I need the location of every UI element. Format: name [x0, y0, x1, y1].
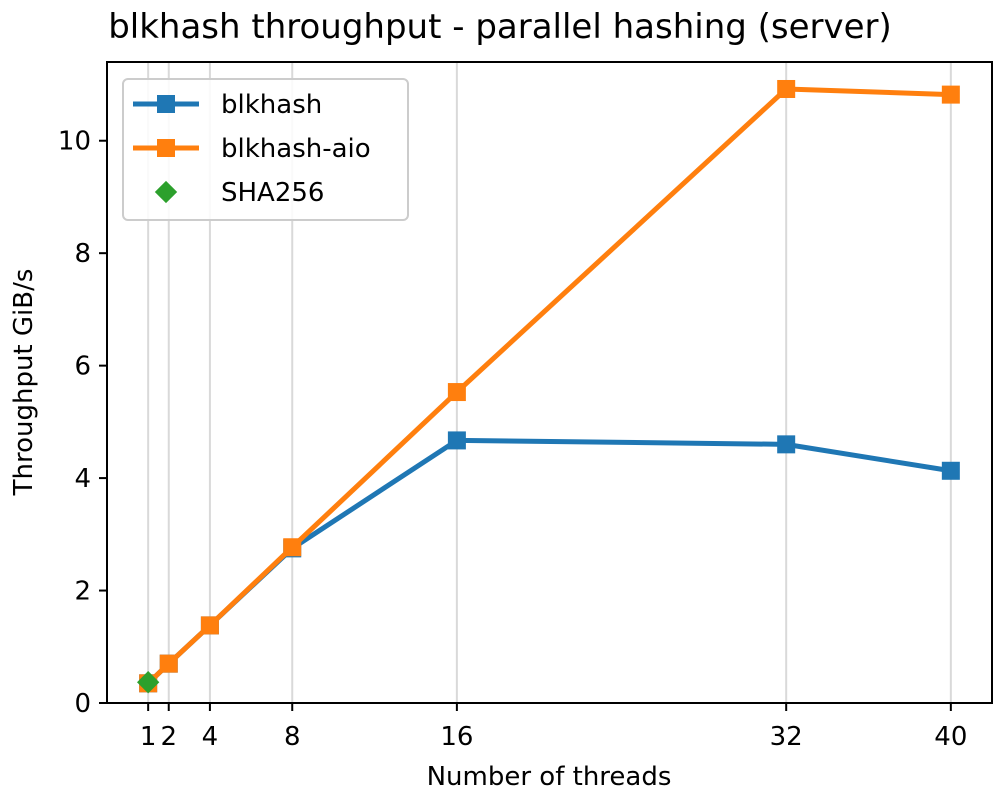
x-tick-label: 1 [140, 722, 157, 752]
x-tick-label: 8 [284, 722, 301, 752]
y-axis-label: Throughput GiB/s [9, 269, 39, 497]
legend-entry-blkhash-aio: blkhash-aio [133, 134, 371, 164]
x-tick-label: 32 [770, 722, 803, 752]
legend-marker-sha256 [154, 180, 178, 204]
x-tick-label: 4 [202, 722, 219, 752]
legend-marker-blkhash-aio [157, 139, 175, 157]
data-point-blkhash-aio [777, 79, 796, 98]
data-point-blkhash-aio [941, 85, 960, 104]
y-axis-ticks: 0 2 4 6 8 10 [58, 127, 107, 719]
data-point-blkhash-aio [283, 538, 302, 557]
data-point-blkhash-aio [447, 383, 466, 402]
x-tick-label: 40 [934, 722, 967, 752]
chart-title: blkhash throughput - parallel hashing (s… [108, 7, 892, 47]
y-tick-label: 8 [74, 239, 91, 269]
plot-series [137, 79, 960, 694]
data-point-blkhash [447, 431, 466, 450]
legend-entry-blkhash: blkhash [133, 90, 322, 120]
data-point-blkhash [941, 461, 960, 480]
legend-marker-blkhash [157, 95, 175, 113]
y-tick-label: 10 [58, 127, 91, 157]
legend-entry-sha256: SHA256 [154, 178, 324, 208]
y-tick-label: 2 [74, 577, 91, 607]
y-tick-label: 4 [74, 464, 91, 494]
legend-label-blkhash: blkhash [221, 90, 322, 120]
data-point-sha256 [137, 671, 160, 694]
y-tick-label: 6 [74, 352, 91, 382]
y-tick-label: 0 [74, 689, 91, 719]
legend-label-sha256: SHA256 [221, 178, 324, 208]
x-axis-label: Number of threads [427, 762, 672, 792]
plot-frame [106, 61, 993, 704]
data-point-blkhash-aio [200, 616, 219, 635]
legend-box [122, 78, 409, 221]
data-point-blkhash [777, 435, 796, 454]
series-sha256 [137, 671, 160, 694]
data-point-blkhash-aio [159, 654, 178, 673]
x-tick-label: 16 [440, 722, 473, 752]
legend-label-blkhash-aio: blkhash-aio [221, 134, 371, 164]
x-tick-label: 2 [160, 722, 177, 752]
